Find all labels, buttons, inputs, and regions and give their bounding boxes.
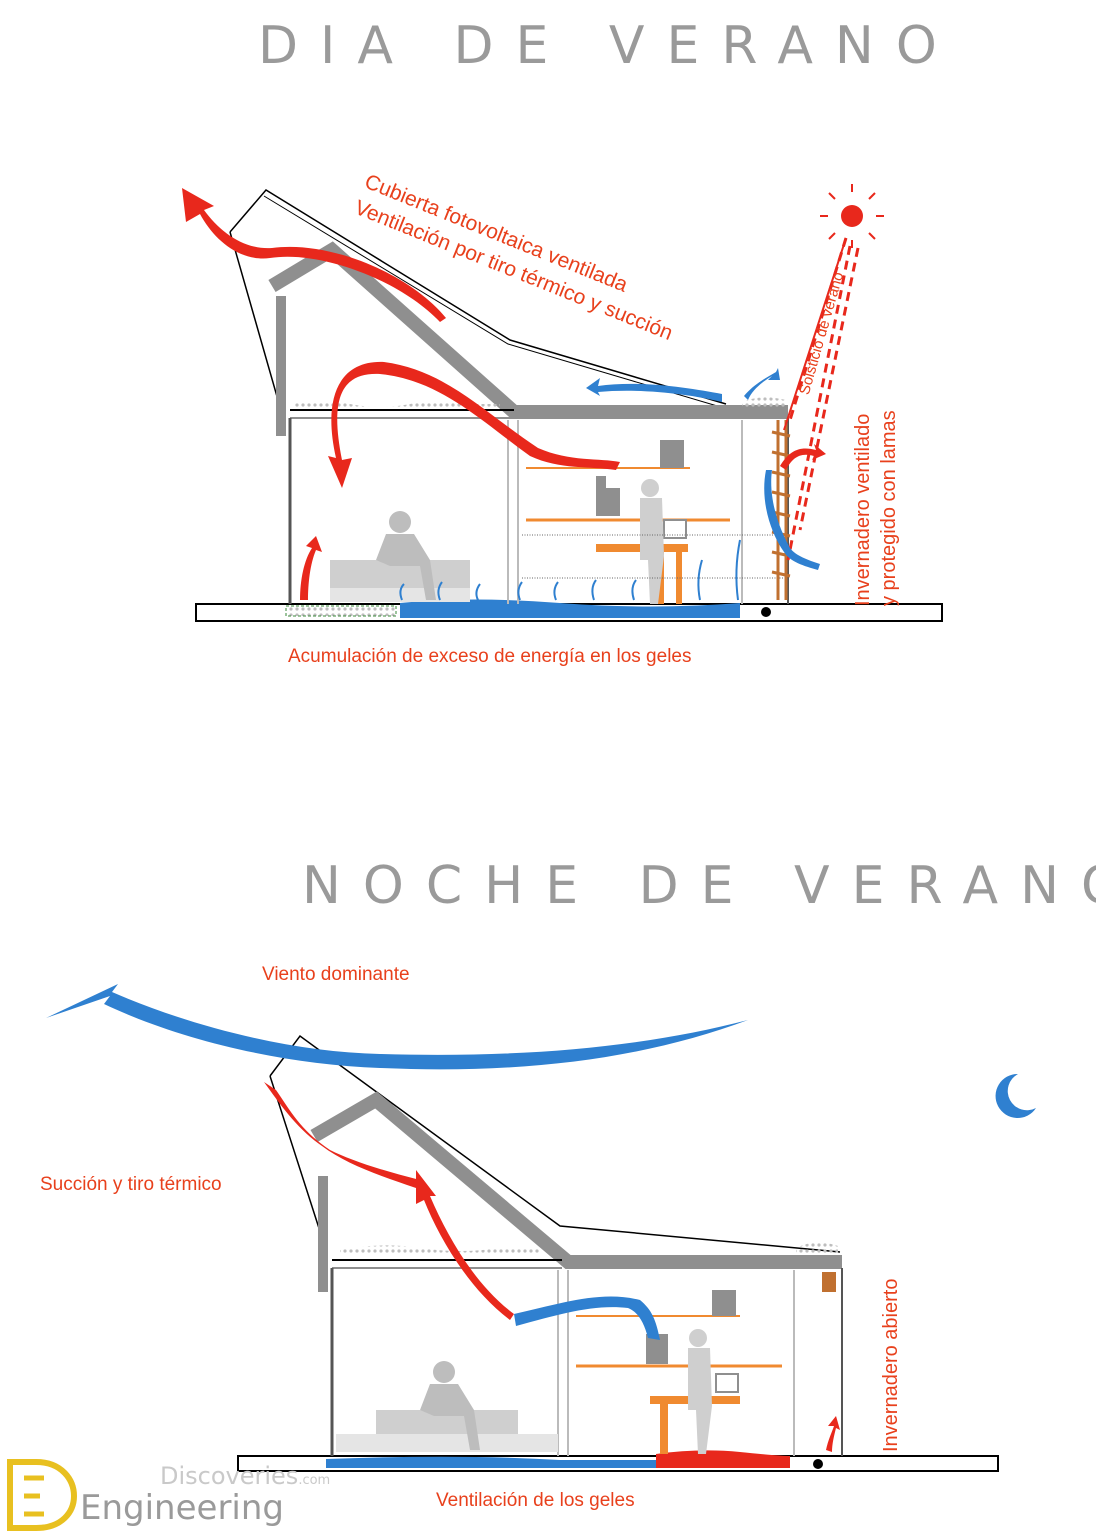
- night-gel-layer-warm: [656, 1450, 790, 1468]
- night-wind-label: Viento dominante: [262, 964, 410, 985]
- day-solar-rays: [786, 237, 860, 561]
- day-drain-dot: [761, 607, 771, 617]
- night-pv-roof: [269, 1034, 841, 1253]
- night-section: [46, 984, 1036, 1472]
- day-rising-arrows: [399, 539, 741, 601]
- night-drain-dot: [813, 1459, 823, 1469]
- night-person-standing: [688, 1329, 712, 1454]
- night-inner-roof: [310, 1091, 842, 1269]
- moon-icon: [995, 1073, 1036, 1118]
- night-suction-label: Succión y tiro térmico: [40, 1174, 222, 1195]
- day-section: [182, 184, 943, 622]
- night-cool-air-flow: [514, 1296, 660, 1340]
- day-cool-air-flows: [586, 368, 820, 570]
- day-warm-air-flows: [182, 188, 826, 600]
- day-pv-roof: [229, 189, 727, 405]
- watermark-line-1: Discoveries.com: [160, 1462, 330, 1490]
- night-greenhouse-label: Invernadero abierto: [880, 1278, 902, 1452]
- night-wind-flow: [46, 984, 748, 1070]
- watermark-word-discoveries: Discoveries: [160, 1462, 299, 1490]
- watermark-line-2: Engineering: [80, 1488, 284, 1528]
- day-greenhouse-label-1: Invernadero ventilado: [852, 413, 874, 606]
- night-person-seated: [420, 1361, 480, 1450]
- day-floor-label: Acumulación de exceso de energía en los …: [288, 646, 692, 667]
- watermark-suffix: .com: [298, 1473, 331, 1488]
- night-gel-layer-cool: [326, 1456, 660, 1468]
- day-person-seated: [376, 511, 436, 600]
- watermark-logo: [7, 1459, 78, 1531]
- day-greenhouse-label-2: y protegido con lamas: [878, 410, 900, 606]
- night-floor-label: Ventilación de los geles: [436, 1490, 635, 1511]
- night-title: NOCHE DE VERANO: [302, 856, 1096, 916]
- day-title: DIA DE VERANO: [258, 16, 959, 76]
- sun-icon: [820, 184, 884, 248]
- day-inner-roof: [268, 241, 788, 419]
- day-gel-layer: [400, 599, 740, 618]
- night-warm-air-flows: [264, 1082, 840, 1452]
